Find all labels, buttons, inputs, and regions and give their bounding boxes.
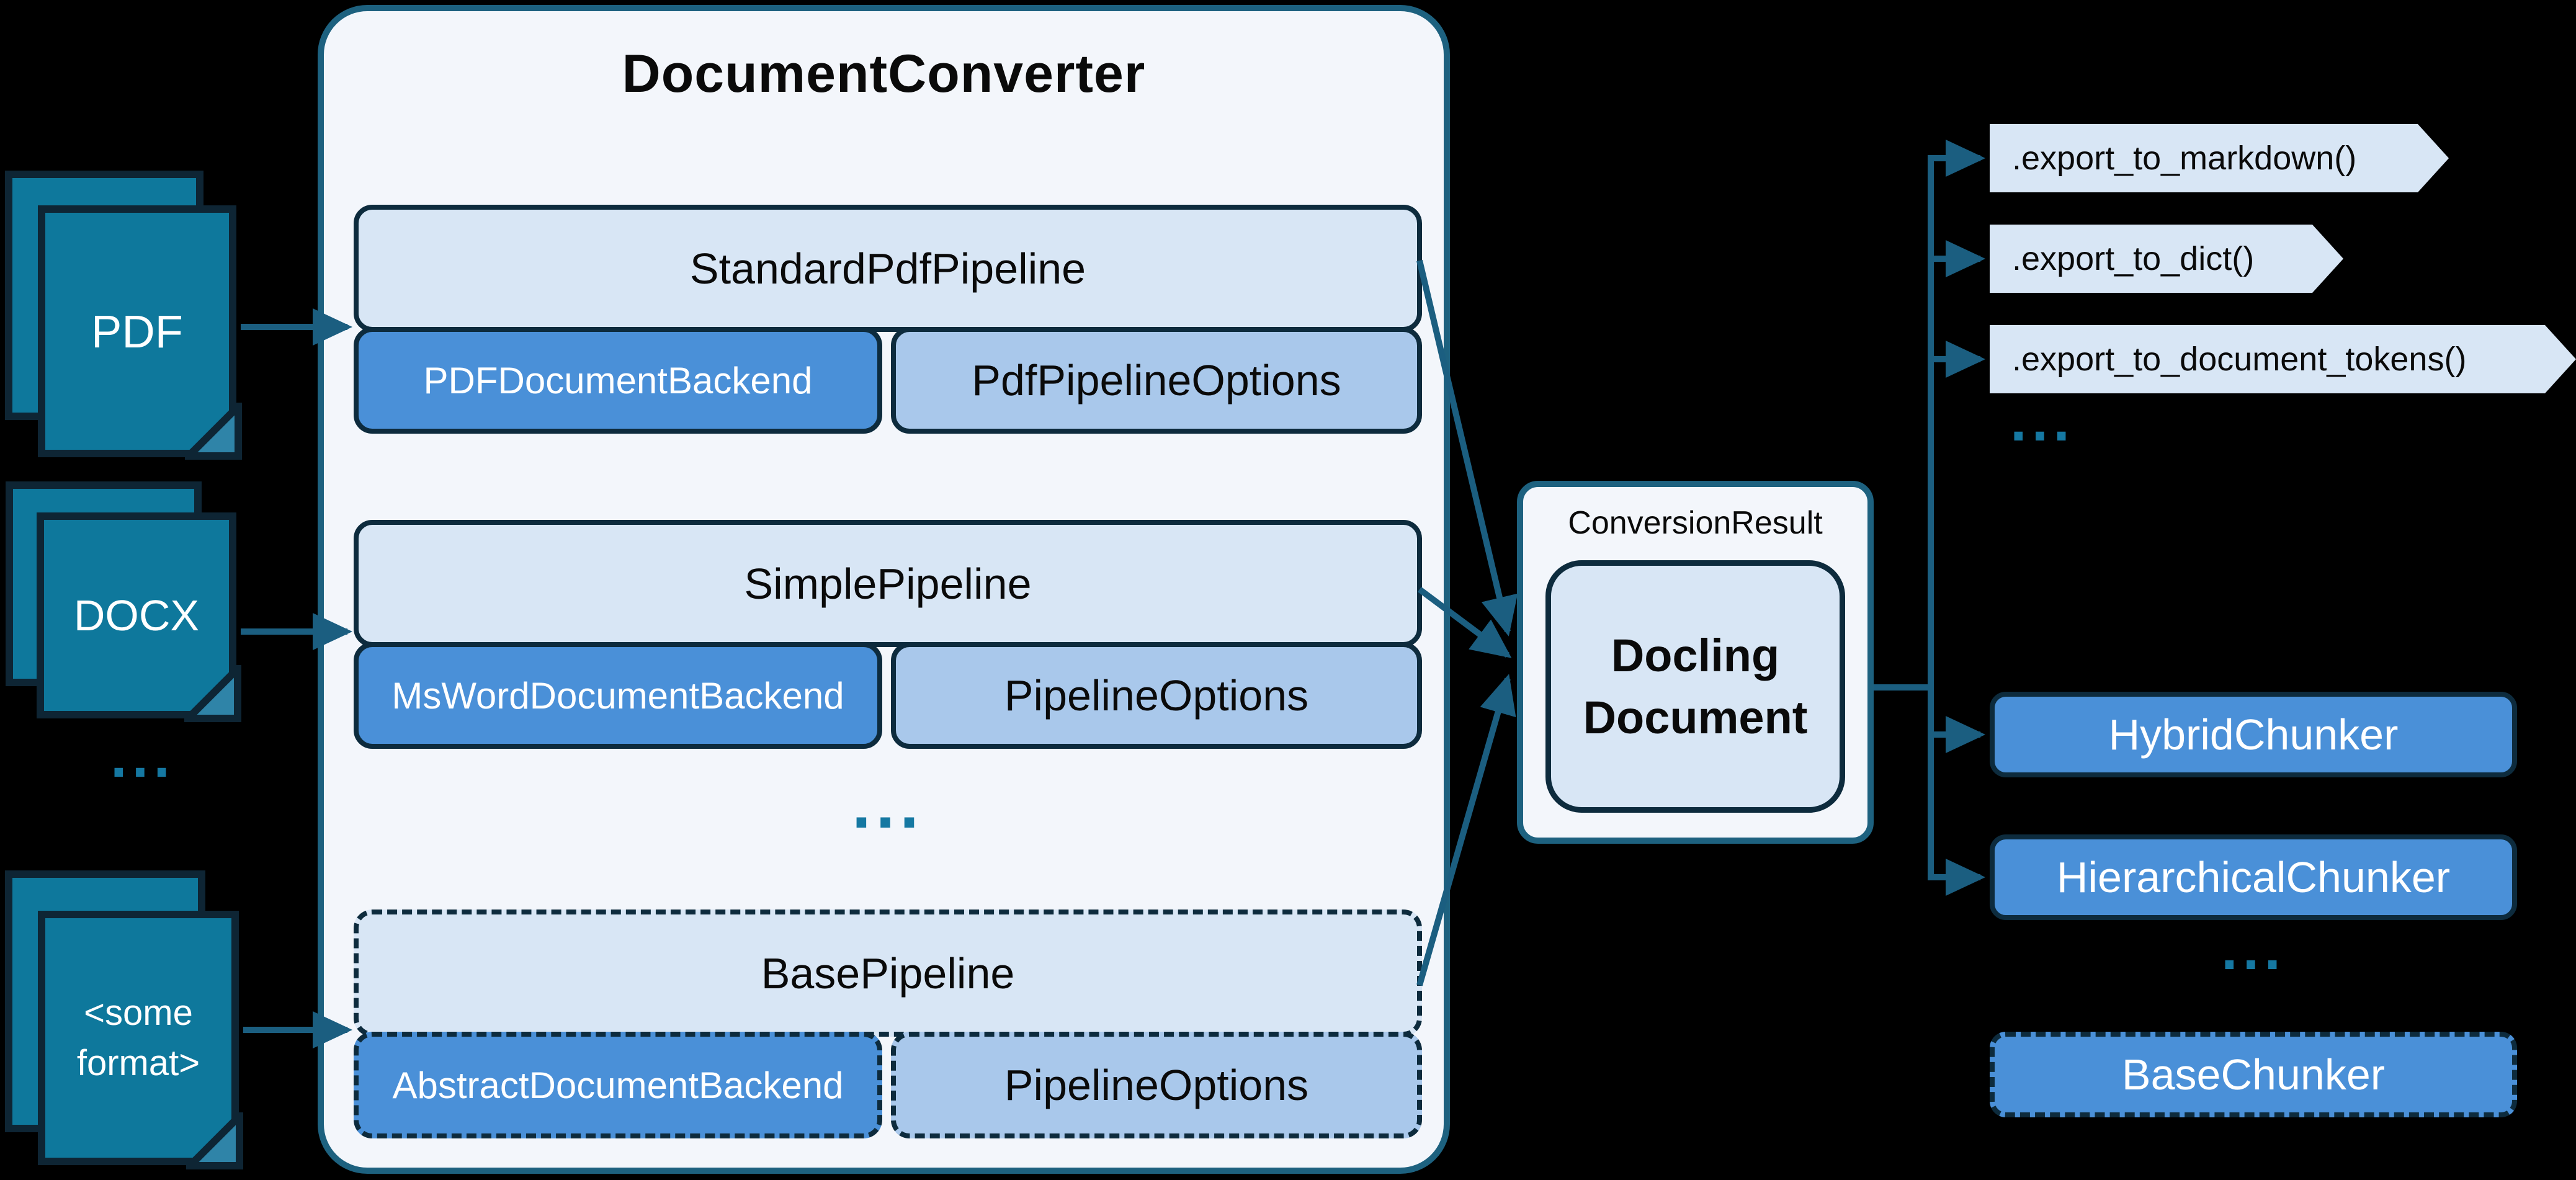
document-converter-container: DocumentConverter StandardPdfPipeline PD… [318,5,1450,1174]
simple-pipeline-subrow: MsWordDocumentBackend PipelineOptions [354,642,1422,749]
pdf-page-fold [185,403,242,460]
pdf-pipeline-options-box: PdfPipelineOptions [891,327,1422,434]
docx-documents-icon: DOCX [6,481,241,730]
simple-pipeline-box: SimplePipeline [354,520,1422,647]
pdf-front-page: PDF [38,205,236,457]
docling-document-box: Docling Document [1545,560,1845,813]
export-to-markdown-tag: .export_to_markdown() [1990,124,2449,192]
docx-label: DOCX [73,591,200,640]
inputs-ellipsis: ... [110,723,176,790]
abstract-document-backend-box: AbstractDocumentBackend [354,1032,882,1138]
hybrid-chunker-box: HybridChunker [1990,692,2517,777]
base-pipeline-subrow: AbstractDocumentBackend PipelineOptions [354,1032,1422,1138]
base-pipeline-options-box: PipelineOptions [891,1032,1422,1138]
msword-document-backend-box: MsWordDocumentBackend [354,642,882,749]
pdf-label: PDF [91,305,183,357]
some-format-page-fold [186,1112,243,1169]
some-format-front-page: <some format> [38,911,239,1165]
base-chunker-box: BaseChunker [1990,1032,2517,1117]
docx-front-page: DOCX [37,512,236,718]
some-format-label: <some format> [76,992,200,1083]
export-to-document-tokens-tag: .export_to_document_tokens() [1990,325,2576,393]
pdf-documents-icon: PDF [5,171,242,462]
base-pipeline-box: BasePipeline [354,910,1422,1037]
pipelines-ellipsis: ... [852,766,924,843]
document-converter-title: DocumentConverter [622,44,1146,104]
exports-ellipsis: ... [2010,387,2075,454]
conversion-result-label: ConversionResult [1568,505,1823,541]
standard-pdf-pipeline-subrow: PDFDocumentBackend PdfPipelineOptions [354,327,1422,434]
some-format-documents-icon: <some format> [5,870,247,1174]
hierarchical-chunker-box: HierarchicalChunker [1990,834,2517,920]
pdf-document-backend-box: PDFDocumentBackend [354,327,882,434]
standard-pdf-pipeline-group: StandardPdfPipeline PDFDocumentBackend P… [354,205,1422,434]
docx-page-fold [184,665,241,722]
simple-pipeline-group: SimplePipeline MsWordDocumentBackend Pip… [354,520,1422,749]
export-to-dict-tag: .export_to_dict() [1990,225,2343,293]
pipeline-options-box: PipelineOptions [891,642,1422,749]
conversion-result-box: ConversionResult Docling Document [1517,481,1874,844]
standard-pdf-pipeline-box: StandardPdfPipeline [354,205,1422,332]
base-pipeline-group: BasePipeline AbstractDocumentBackend Pip… [354,910,1422,1138]
chunkers-ellipsis: ... [2220,916,2286,982]
